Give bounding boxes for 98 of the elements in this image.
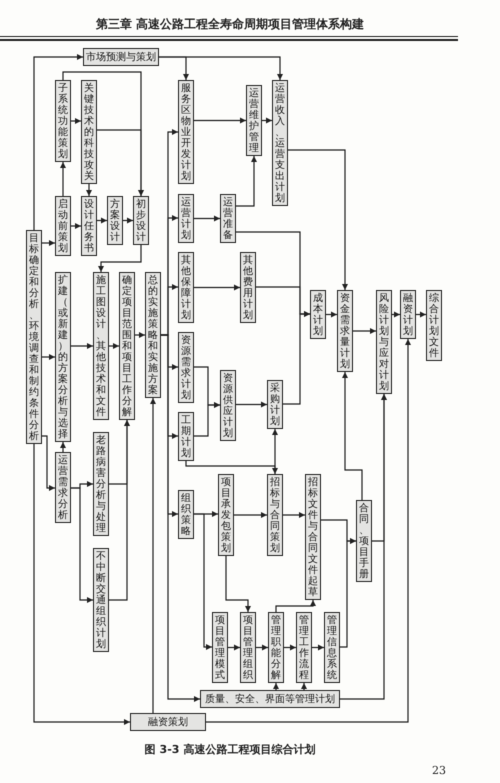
process-box: 资金需求量计划 <box>337 290 353 372</box>
arrow <box>159 56 283 80</box>
arrow <box>161 334 200 702</box>
arrow <box>283 512 305 518</box>
arrow <box>194 216 220 222</box>
process-box: 融资策划 <box>130 713 206 731</box>
process-box: 扩建（或新建）的方案分析与选择 <box>55 272 71 442</box>
arrow <box>109 343 119 349</box>
process-box: 资源需求计划 <box>178 332 194 403</box>
process-box: 管理工作流程 <box>296 612 312 683</box>
arrow <box>283 311 310 405</box>
process-box: 确定项目范围和项目工作分解 <box>119 272 135 420</box>
arrow <box>42 240 55 246</box>
process-box: 质量、安全、界面等管理计划 <box>200 690 340 708</box>
process-box: 运营维护管理 <box>246 85 262 156</box>
arrow <box>416 312 426 318</box>
arrow <box>150 398 156 713</box>
process-box: 项目管理组织 <box>240 612 256 683</box>
page-number: 23 <box>432 764 446 777</box>
arrow <box>135 332 145 338</box>
process-box: 成本计划 <box>310 290 326 339</box>
arrow <box>312 644 324 650</box>
arrow <box>60 442 66 452</box>
arrow <box>98 245 142 272</box>
chapter-header: 第三章 高速公路工程全寿命周期项目管理体系构建 <box>94 16 366 33</box>
process-box: 合同、项目手册 <box>356 500 372 582</box>
process-box: 管理信息系统 <box>324 612 340 683</box>
process-box: 项目管理模式 <box>212 612 228 683</box>
process-box: 方案设计 <box>107 196 123 245</box>
arrow <box>225 556 251 612</box>
arrow <box>275 600 316 612</box>
process-box: 服务区物业开发计划 <box>178 80 194 184</box>
process-box: 设计任务书 <box>81 196 97 256</box>
process-box: 运营准备 <box>220 194 236 243</box>
process-box: 风险计划与应对计划 <box>376 290 392 394</box>
arrow <box>353 328 376 334</box>
arrow <box>71 118 81 124</box>
process-box: 初步设计 <box>133 196 149 245</box>
arrow <box>236 402 267 408</box>
arrow <box>228 644 240 650</box>
process-box: 关键技术的科技攻关 <box>81 80 97 184</box>
arrow <box>340 394 387 700</box>
arrow <box>194 118 246 124</box>
arrow <box>60 162 66 196</box>
process-box: 总的实施策略和实施方案 <box>145 272 161 398</box>
process-box: 不中断交通组织计划 <box>93 548 109 652</box>
arrow <box>342 372 363 500</box>
process-box: 运营计划 <box>178 194 194 243</box>
arrow <box>194 513 212 650</box>
process-box: 组织策略 <box>178 490 194 539</box>
process-box: 招标文件与合同文件起草 <box>305 474 321 600</box>
process-box: 工期计划 <box>178 412 194 461</box>
arrow <box>185 461 278 474</box>
process-box: 招标与合同策划 <box>267 474 283 556</box>
arrow <box>42 435 55 491</box>
process-box: 融资计划 <box>400 290 416 339</box>
process-box: 综合计划文件 <box>426 290 442 361</box>
arrow <box>288 149 348 290</box>
process-box: 目标确定和分析、环境调查和制约条件分析 <box>26 230 42 444</box>
figure-caption: 图 3-3 高速公路工程项目综合计划 <box>144 742 316 757</box>
arrow <box>234 512 267 518</box>
arrow <box>86 184 92 196</box>
arrow <box>236 156 257 207</box>
arrow <box>33 444 130 725</box>
arrow <box>392 312 400 318</box>
arrow <box>284 644 296 650</box>
arrow <box>97 129 144 196</box>
process-box: 市场预测与策划 <box>83 48 159 66</box>
arrow <box>326 312 337 318</box>
arrow <box>340 538 356 648</box>
process-box: 启动前策划 <box>55 196 71 256</box>
arrow <box>194 402 220 437</box>
arrow <box>42 354 55 360</box>
arrow <box>123 218 133 224</box>
process-box: 施工图设计、其他技术和文件 <box>93 272 109 420</box>
process-box: 资源供应计划 <box>220 370 236 441</box>
process-box: 运营收入、运营支出计划 <box>272 80 288 206</box>
process-box: 其他保障计划 <box>178 252 194 323</box>
process-box: 项目承发包策划 <box>218 474 234 556</box>
arrow <box>33 54 83 230</box>
process-box: 老路病害分析与处理 <box>93 432 109 536</box>
process-box: 管理职能分解 <box>268 612 284 683</box>
arrow <box>194 284 240 290</box>
arrow <box>273 683 279 690</box>
arrow <box>71 223 81 229</box>
arrow <box>97 218 107 224</box>
arrow <box>109 420 130 601</box>
arrow <box>262 118 272 124</box>
arrow <box>206 339 411 723</box>
process-box: 采购计划 <box>267 380 283 429</box>
process-box: 运营需求分析 <box>55 452 71 523</box>
arrow <box>272 429 278 474</box>
arrow <box>301 683 307 690</box>
arrow <box>71 487 93 603</box>
process-box: 子系统功能策划 <box>55 80 71 162</box>
arrow <box>256 644 268 650</box>
process-box: 其他费用计划 <box>240 252 256 323</box>
arrow <box>71 343 93 349</box>
